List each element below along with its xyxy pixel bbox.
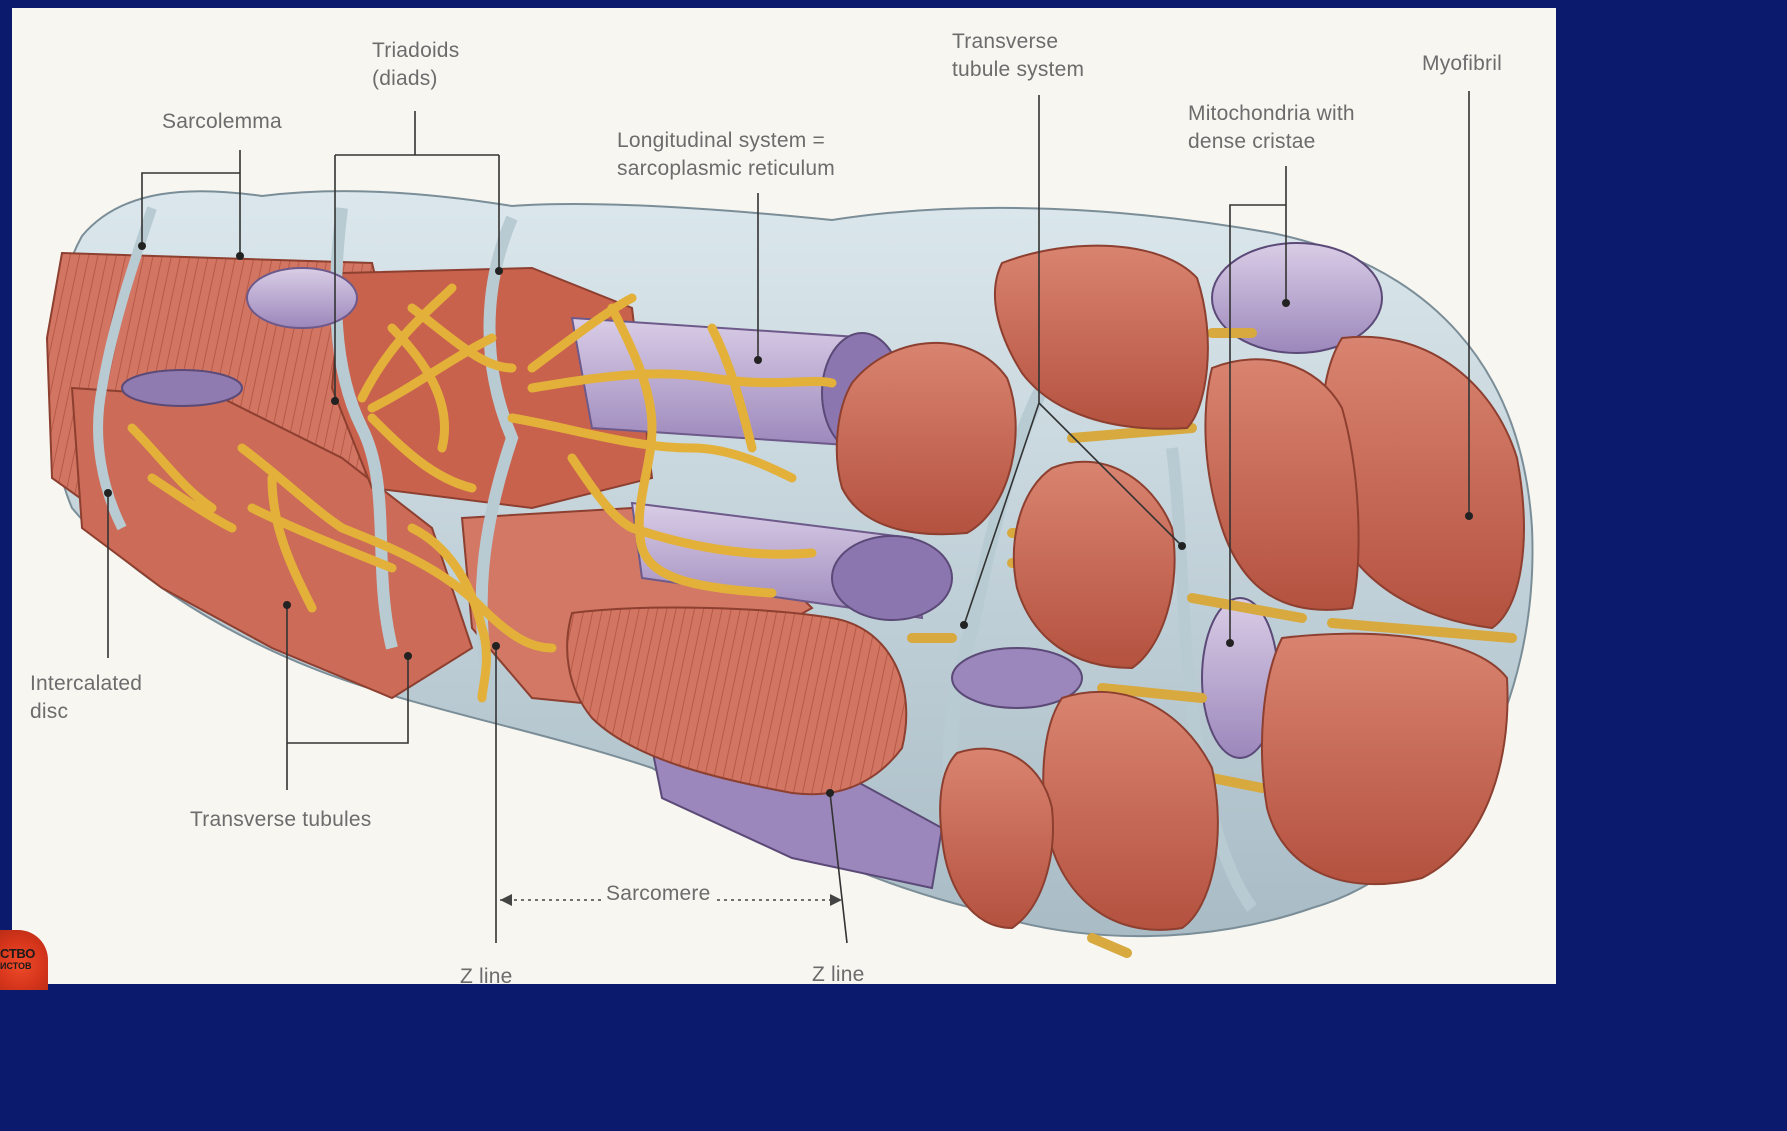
label-z-line-left: Z line xyxy=(460,963,513,984)
mitochondrion-mid-end xyxy=(832,536,952,620)
label-myofibril: Myofibril xyxy=(1422,50,1502,78)
label-sarcolemma: Sarcolemma xyxy=(162,108,282,136)
mitochondrion-left xyxy=(247,268,357,328)
label-triadoids: Triadoids(diads) xyxy=(372,37,459,93)
label-z-line-right: Z line xyxy=(812,961,865,984)
label-transverse-tubules: Transverse tubules xyxy=(190,806,371,834)
logo-text-1: CTBO xyxy=(0,946,35,961)
mitochondrion-left-lower xyxy=(122,370,242,406)
label-longitudinal-system: Longitudinal system =sarcoplasmic reticu… xyxy=(617,127,835,183)
label-sarcomere: Sarcomere xyxy=(602,880,715,908)
logo-text-2: ИСТОВ xyxy=(0,961,32,971)
diagram-panel: Triadoids(diads) Sarcolemma Longitudinal… xyxy=(12,8,1556,984)
